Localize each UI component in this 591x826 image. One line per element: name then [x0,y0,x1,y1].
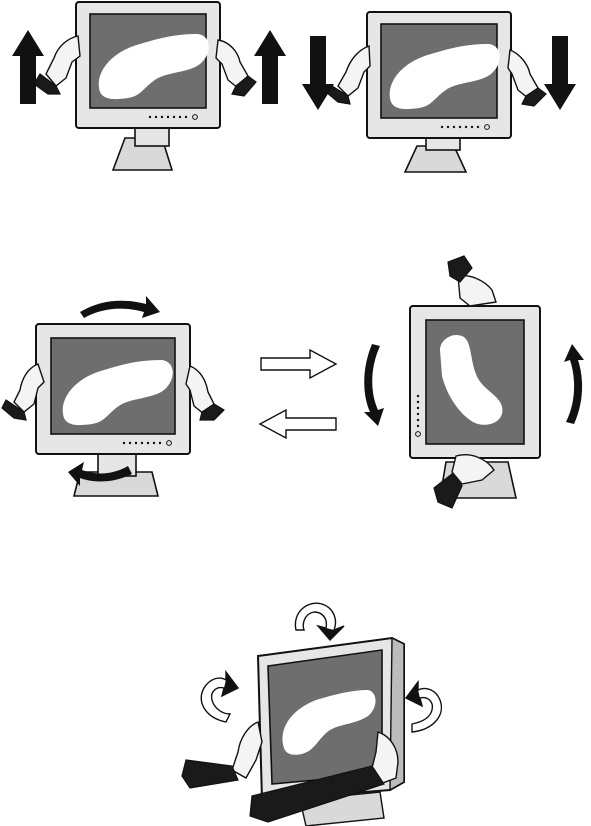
rotate-arrow-icon [295,603,344,640]
curved-arrow-icon [80,296,160,318]
hollow-right-arrow-icon [261,350,336,378]
curved-arrow-icon [364,344,384,426]
panel-swivel-landscape [2,296,224,496]
panel-height-raise [12,2,286,170]
panel-tilt-rotate [182,603,441,826]
down-arrow-icon [544,36,576,110]
down-arrow-icon [302,36,334,110]
monitor-icon [76,2,220,170]
panel-pivot-portrait [364,256,584,508]
rotate-arrow-icon [406,682,441,732]
rotate-arrow-icon [201,672,238,722]
panel-switch-orientation [260,350,336,438]
hollow-left-arrow-icon [260,410,336,438]
up-arrow-icon [12,30,44,104]
up-arrow-icon [254,30,286,104]
panel-height-lower [302,12,576,172]
monitor-icon [367,12,511,172]
curved-arrow-icon [564,344,584,424]
monitor-icon [36,324,190,496]
